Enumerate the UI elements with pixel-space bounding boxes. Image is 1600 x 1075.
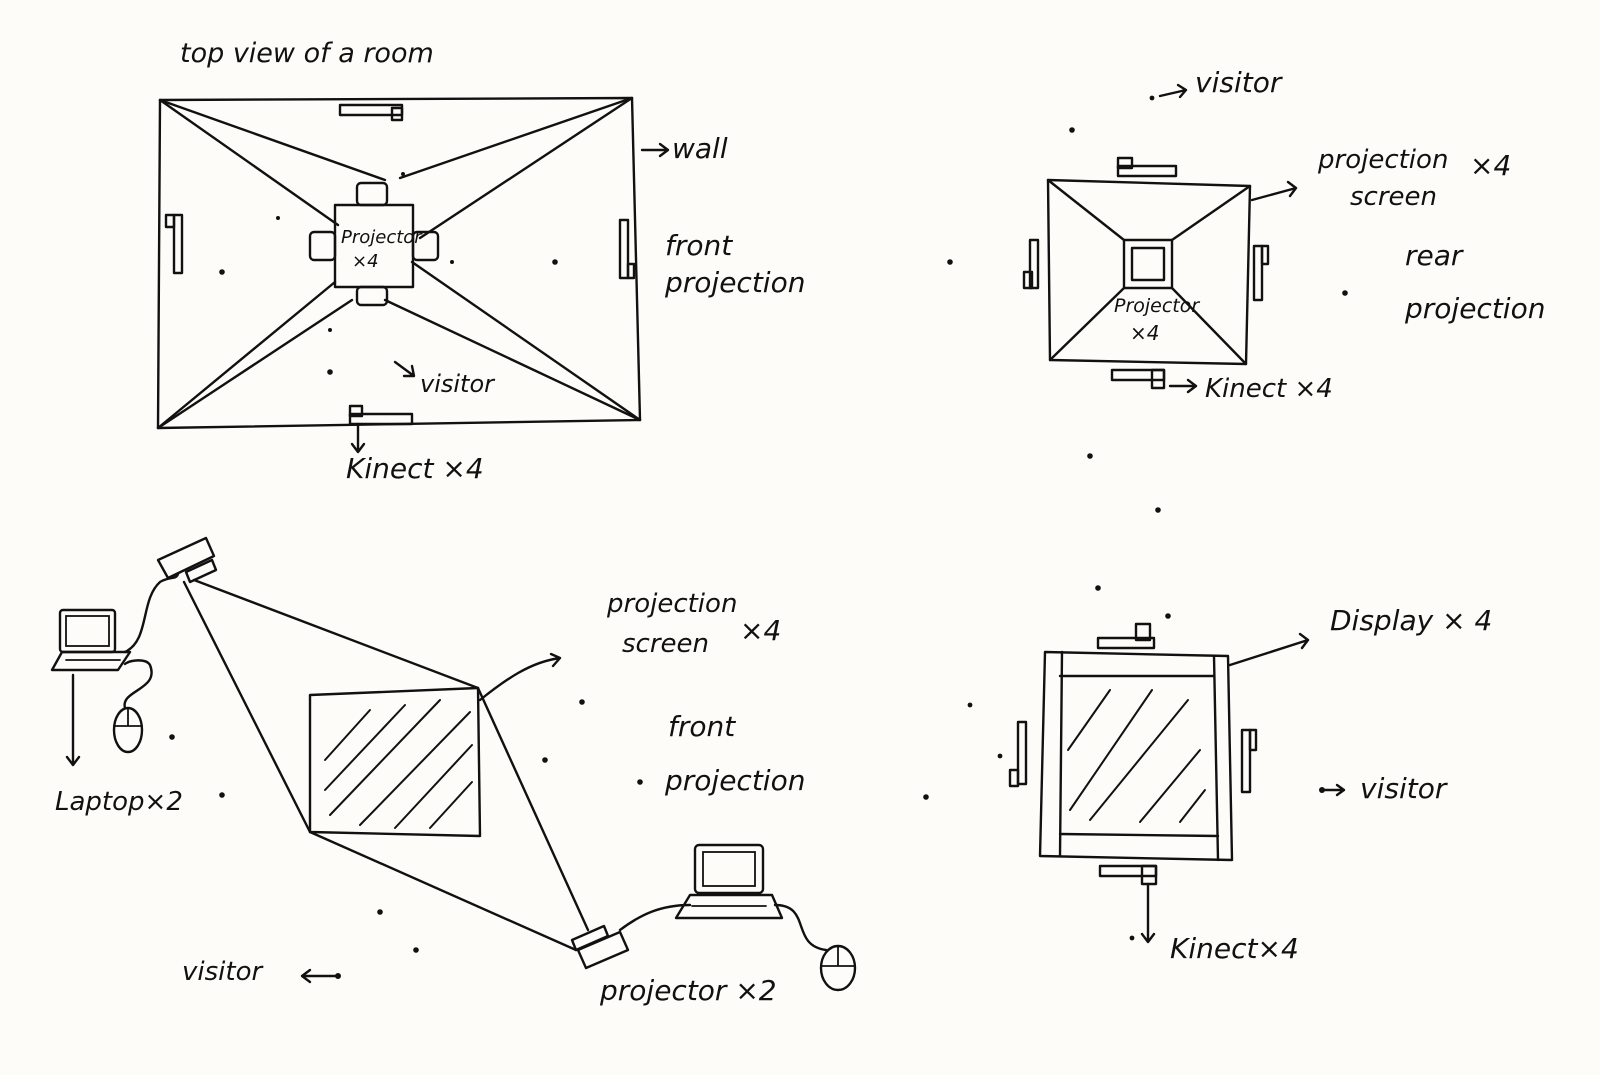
laptop-left — [50, 608, 132, 672]
visitor-arrow — [393, 360, 416, 378]
laptop-right — [674, 843, 784, 920]
visitor-arrow-b — [1158, 83, 1188, 99]
screen-count-c: ×4 — [740, 614, 781, 647]
mode-label-line2: projection — [664, 266, 805, 299]
projector-top-left — [156, 536, 218, 584]
kinect-label: Kinect ×4 — [346, 452, 484, 485]
mode-label-line2-b: projection — [1404, 292, 1545, 325]
mode-label-line1-c: front — [668, 710, 736, 743]
visitor-dots — [219, 172, 558, 375]
visitor-dots-c — [169, 699, 643, 953]
screen-count-b: ×4 — [1470, 149, 1511, 182]
kinect-sensors-b — [1022, 156, 1270, 390]
screen-label-line1-c: projection — [606, 589, 737, 619]
visitor-dots-b — [947, 127, 1348, 513]
projection-beams — [156, 96, 642, 430]
kinect-arrow — [350, 422, 366, 454]
projector-count-b: ×4 — [1130, 321, 1159, 345]
display-label: Display × 4 — [1330, 604, 1492, 637]
visitor-label: visitor — [420, 370, 496, 398]
projector-label-b: Projector — [1114, 295, 1200, 317]
kinect-label-b: Kinect ×4 — [1205, 374, 1333, 404]
screen-label-line2-b: screen — [1350, 182, 1437, 212]
room-outline — [156, 96, 642, 430]
projector-block-b — [1122, 238, 1174, 290]
screen-arrow-c — [478, 652, 562, 702]
screen-label-line1-b: projection — [1317, 145, 1448, 175]
wall-arrow — [640, 142, 670, 158]
visitor-arrow-c — [300, 968, 338, 984]
mode-label-line1-b: rear — [1405, 239, 1464, 272]
projector-label-c: projector ×2 — [599, 974, 777, 1007]
mouse-cable-right — [773, 903, 828, 952]
panel-b-rear-projection: visitor Projector ×4 projection screen ×… — [947, 66, 1545, 513]
mode-label-line1: front — [665, 229, 733, 262]
mouse-left — [112, 706, 144, 754]
projector-bottom — [570, 924, 630, 970]
display-outer-frame — [1038, 650, 1234, 862]
projector-count: ×4 — [352, 251, 379, 272]
projection-beams-b — [1046, 178, 1252, 366]
projection-beams-c — [182, 578, 590, 952]
panel-a-room-front-projection: top view of a room Projector ×4 — [156, 38, 805, 485]
visitor-dots-d — [923, 585, 1171, 941]
screen-arrow-b — [1250, 180, 1298, 202]
kinect-sensors-d — [1008, 622, 1258, 886]
panel-d-display-setup: Display × 4 visitor Kinect×4 — [923, 585, 1492, 965]
laptop-cable-left — [123, 572, 180, 654]
projection-screen-c — [308, 686, 482, 838]
display-hatching — [1067, 689, 1206, 823]
wall-label: wall — [672, 132, 728, 165]
projector-cluster: Projector ×4 — [308, 181, 440, 307]
kinect-arrow-b — [1168, 378, 1198, 394]
visitor-arrow-d — [1320, 783, 1346, 797]
projector-label: Projector — [341, 227, 423, 248]
visitor-label-d: visitor — [1360, 772, 1448, 805]
kinect-arrow-d — [1140, 882, 1156, 944]
mouse-right — [819, 944, 857, 992]
visitor-label-c: visitor — [182, 957, 264, 987]
kinect-sensors — [164, 103, 636, 426]
mouse-cable-left — [123, 659, 153, 710]
laptop-label: Laptop×2 — [55, 787, 183, 817]
screen-label-line2-c: screen — [622, 629, 709, 659]
screen-hatching — [324, 699, 473, 829]
panel-c-front-projection-setup: projection screen ×4 front projection La… — [50, 536, 857, 1007]
laptop-arrow — [65, 673, 81, 767]
mode-label-line2-c: projection — [664, 764, 805, 797]
visitor-label-b: visitor — [1195, 66, 1283, 99]
panel-a-title: top view of a room — [180, 38, 434, 69]
laptop-cable-right — [618, 903, 692, 932]
kinect-label-d: Kinect×4 — [1170, 932, 1299, 965]
display-arrow — [1228, 632, 1310, 667]
